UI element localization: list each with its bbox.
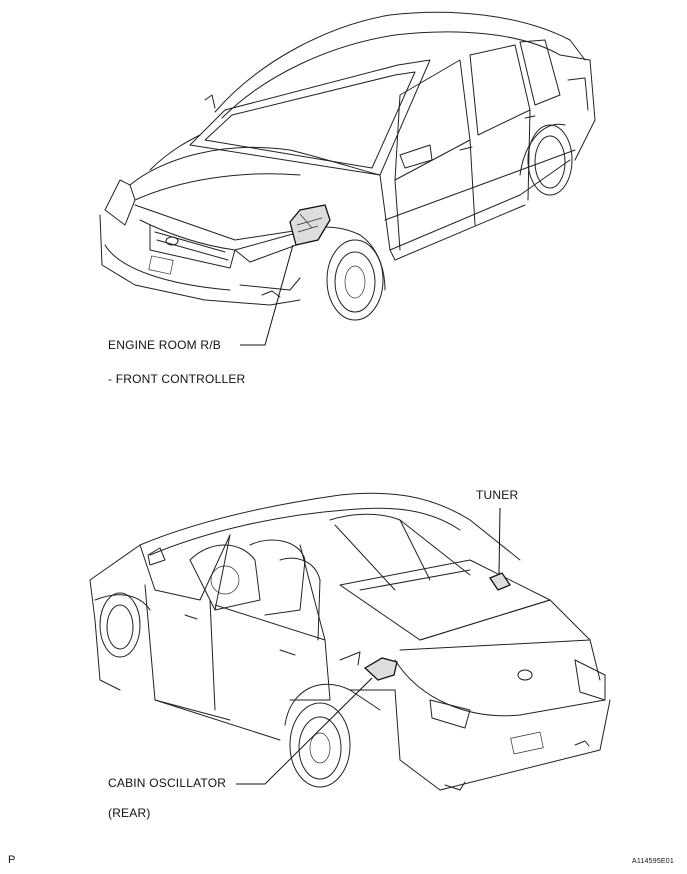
rear-label: (REAR) bbox=[108, 806, 151, 820]
tuner-label: TUNER bbox=[476, 488, 519, 502]
tuner-part bbox=[489, 572, 511, 591]
cabin-oscillator-leader-line bbox=[236, 677, 373, 785]
engine-room-rb-part bbox=[289, 204, 331, 246]
engine-room-rb-label: ENGINE ROOM R/B bbox=[108, 338, 222, 352]
tuner-leader-line bbox=[498, 507, 501, 576]
front-controller-label: - FRONT CONTROLLER bbox=[108, 372, 246, 386]
cabin-oscillator-part bbox=[363, 657, 398, 681]
engine-room-leader-line bbox=[240, 244, 294, 346]
cabin-oscillator-label: CABIN OSCILLATOR bbox=[108, 776, 227, 790]
front-car-illustration bbox=[99, 11, 596, 321]
rear-car-illustration bbox=[89, 492, 611, 791]
figure-id: A114595E01 bbox=[632, 858, 674, 865]
page-letter: P bbox=[8, 854, 16, 866]
